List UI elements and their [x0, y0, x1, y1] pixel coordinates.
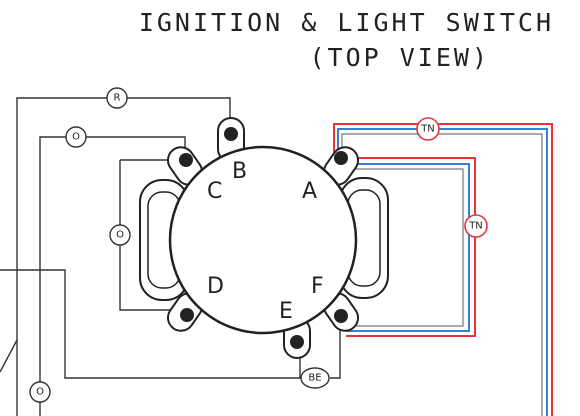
tag-o-side-text: O	[116, 230, 124, 241]
tag-be-text: BE	[308, 373, 321, 384]
switch-body: B C A D F E	[139, 117, 389, 359]
switch-housing	[168, 145, 358, 335]
terminal-label-a: A	[302, 179, 317, 204]
terminal-post-b	[224, 127, 238, 141]
terminal-label-f: F	[311, 274, 324, 299]
terminal-label-c: C	[207, 179, 222, 204]
terminal-post-d	[180, 308, 194, 322]
wire-o-to-b	[39, 136, 186, 416]
tag-o-b-text: O	[72, 132, 80, 143]
terminal-post-c	[179, 153, 193, 167]
tag-be: BE	[300, 367, 330, 389]
colored-wire-bundle	[333, 123, 553, 416]
terminal-label-e: E	[279, 299, 293, 324]
tag-tn-right: TN	[464, 214, 488, 238]
tag-r-text: R	[114, 93, 121, 104]
terminal-post-f	[334, 309, 348, 323]
wire-diagonal	[0, 339, 18, 373]
title-line-1: IGNITION & LIGHT SWITCH	[138, 8, 554, 37]
tag-o-bottom: O	[29, 381, 51, 403]
terminal-label-b: B	[232, 159, 247, 184]
tag-o-side: O	[109, 224, 131, 246]
wire-left-short	[0, 269, 301, 379]
wire-red-outer	[333, 123, 553, 416]
tag-o-b: O	[65, 126, 87, 148]
wire-gray-inner	[346, 168, 464, 327]
terminal-label-d: D	[207, 274, 224, 299]
tag-o-bottom-text: O	[36, 387, 44, 398]
tag-r: R	[106, 87, 128, 109]
wire-blue-inner	[346, 163, 470, 332]
wire-blue-outer	[337, 128, 548, 416]
tag-tn-right-text: TN	[468, 221, 483, 232]
wire-be	[330, 315, 341, 379]
tag-tn-top: TN	[416, 117, 440, 141]
wire-red-inner	[346, 157, 476, 337]
terminal-post-a	[334, 151, 348, 165]
title-line-2: (TOP VIEW)	[309, 43, 490, 72]
terminal-post-e	[290, 335, 304, 349]
tag-tn-top-text: TN	[420, 124, 435, 135]
